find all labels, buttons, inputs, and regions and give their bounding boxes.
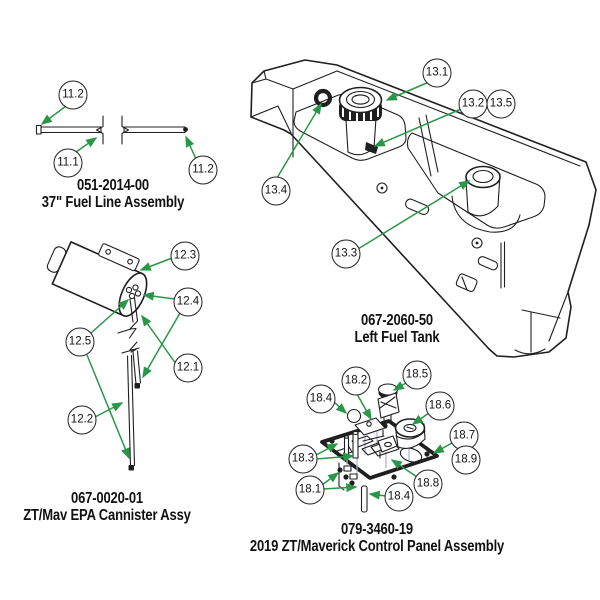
part-title: ZT/Mav EPA Cannister Assy: [23, 507, 191, 524]
fuel-line-tube-left: [35, 115, 104, 145]
callout-12-2: 12.2: [67, 405, 97, 435]
tank-foot: [514, 291, 569, 355]
cannister-drawing: [46, 241, 181, 471]
fuel-line-title-block: 051-2014-00 37" Fuel Line Assembly: [13, 177, 213, 211]
canister-fittings: [125, 284, 142, 300]
callout-11-2-a: 11.2: [58, 80, 88, 110]
callout-13-2: 13.2: [458, 89, 488, 119]
part-title: 2019 ZT/Maverick Control Panel Assembly: [249, 538, 505, 555]
callout-13-3: 13.3: [331, 239, 361, 269]
part-number: 079-3460-19: [340, 521, 414, 538]
callout-12-5: 12.5: [65, 327, 95, 357]
part-number: 051-2014-00: [76, 177, 150, 194]
canister-body: [46, 241, 148, 317]
callout-12-3: 12.3: [170, 241, 200, 271]
callout-18-7: 18.7: [449, 421, 479, 451]
panel-rod: [360, 485, 368, 513]
part-title: 37" Fuel Line Assembly: [41, 194, 185, 211]
callout-18-5: 18.5: [402, 360, 432, 390]
callout-13-1: 13.1: [422, 58, 452, 88]
callout-12-4: 12.4: [173, 287, 203, 317]
callout-11-1: 11.1: [53, 148, 83, 178]
callout-18-8: 18.8: [413, 469, 443, 499]
fuel-line-leaders: [40, 105, 197, 160]
callout-12-1: 12.1: [173, 353, 203, 383]
callout-18-6: 18.6: [425, 391, 455, 421]
fuel-tank-leaders: [276, 81, 471, 250]
callout-18-4-a: 18.4: [306, 384, 336, 414]
fuel-line-drawing: [35, 105, 197, 160]
callout-18-3: 18.3: [288, 444, 318, 474]
vent-valve: [451, 165, 521, 233]
fuel-line-tube-right: [121, 115, 188, 145]
callout-11-2-b: 11.2: [188, 155, 218, 185]
panel-hole: [346, 408, 362, 424]
fuel-tank-title-block: 067-2060-50 Left Fuel Tank: [307, 312, 487, 346]
callout-18-9: 18.9: [451, 445, 481, 475]
tank-mount-hole: [313, 88, 333, 108]
callout-13-4: 13.4: [261, 176, 291, 206]
control-panel-title-block: 079-3460-19 2019 ZT/Maverick Control Pan…: [222, 521, 532, 555]
callout-13-5: 13.5: [486, 89, 516, 119]
callout-18-2: 18.2: [341, 366, 371, 396]
standoff-pins: [343, 430, 359, 459]
canister-hoses: [117, 297, 142, 471]
fuel-cap: [338, 86, 383, 156]
part-number: 067-2060-50: [360, 312, 434, 329]
control-panel-leaders: [315, 381, 453, 500]
control-panel-drawing: [315, 381, 453, 513]
choke-lever: [370, 435, 400, 459]
part-number: 067-0020-01: [70, 490, 144, 507]
tank-grommet: [376, 182, 483, 249]
callout-18-1: 18.1: [295, 475, 325, 505]
tank-slots: [405, 198, 506, 293]
push-button: [377, 383, 400, 427]
part-title: Left Fuel Tank: [354, 329, 440, 346]
cannister-title-block: 067-0020-01 ZT/Mav EPA Cannister Assy: [7, 490, 207, 524]
cannister-leaders: [86, 257, 181, 460]
fuel-tank-drawing: [250, 59, 597, 358]
callout-18-4-b: 18.4: [384, 482, 414, 512]
